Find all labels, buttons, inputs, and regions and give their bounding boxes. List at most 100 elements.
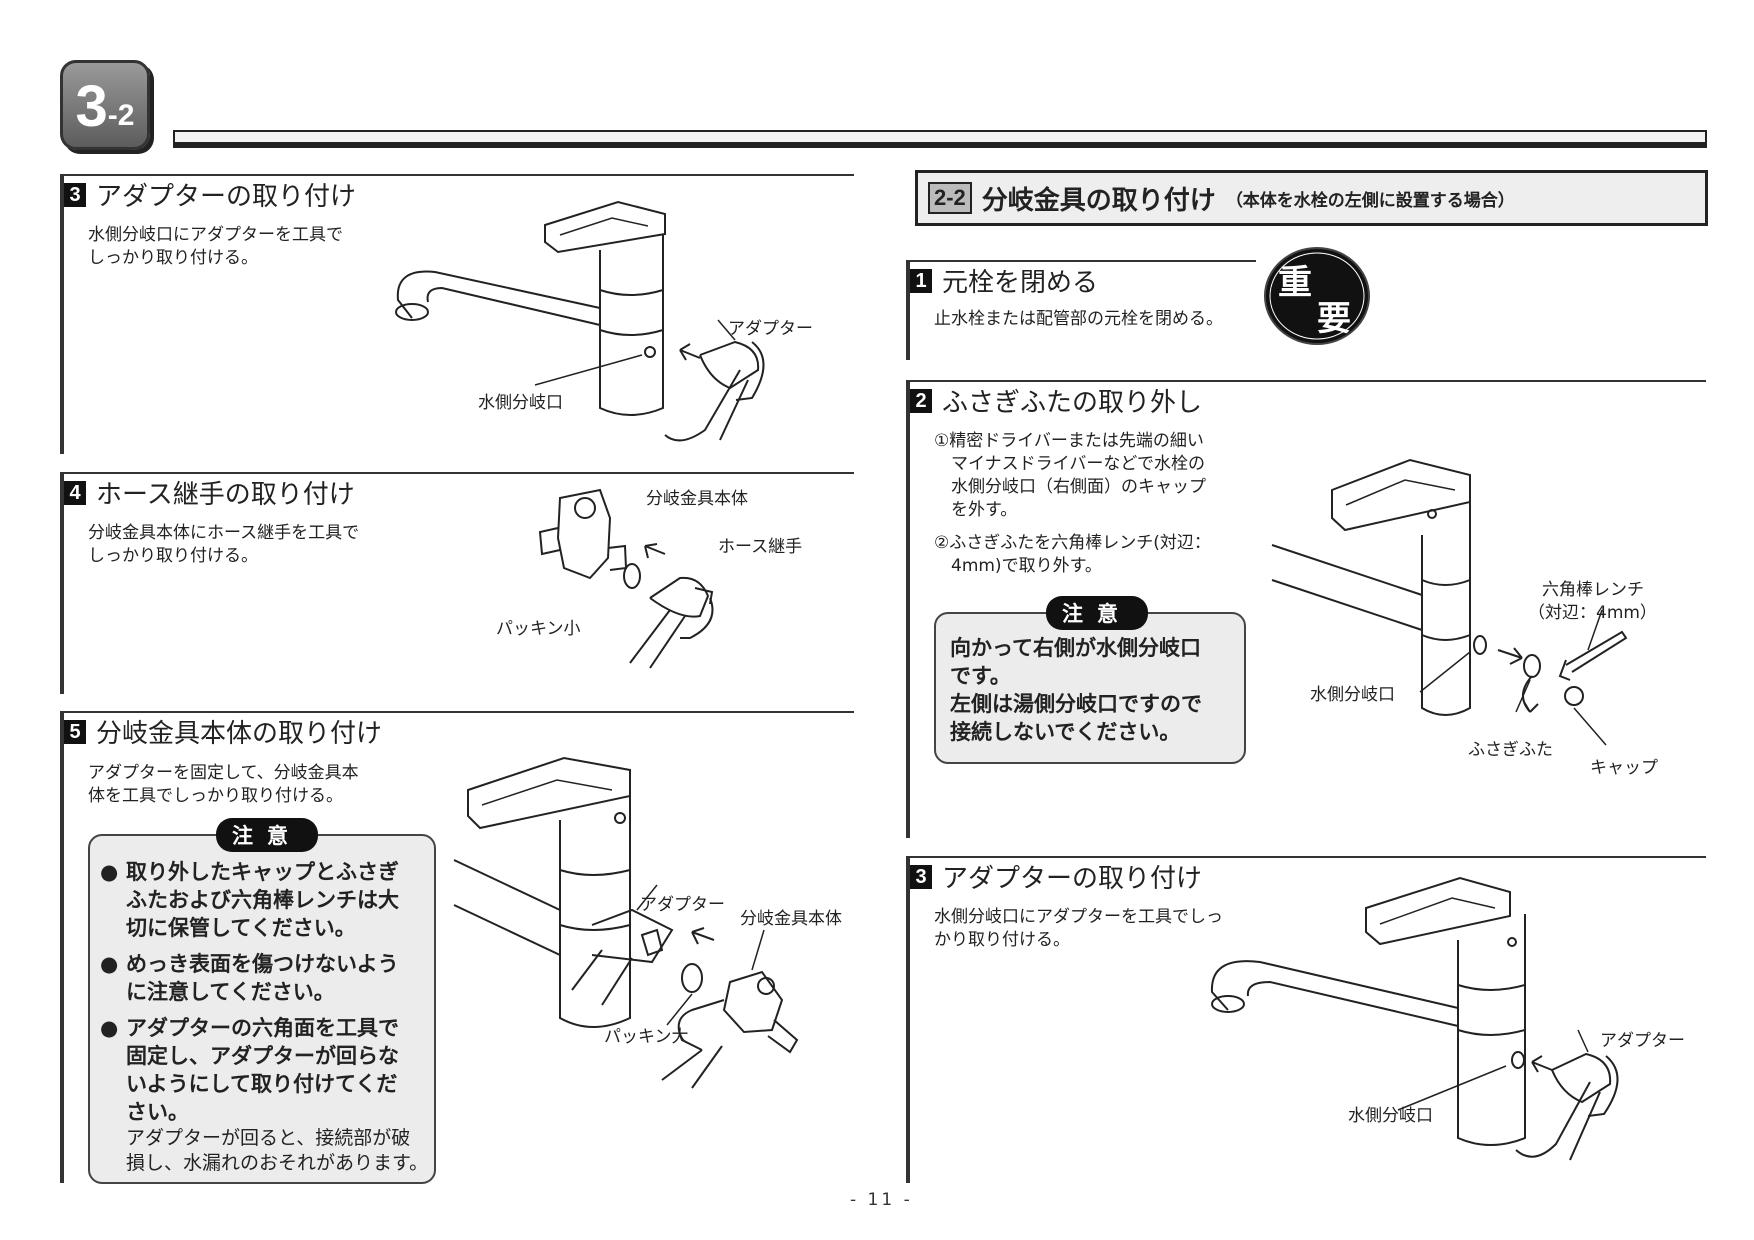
label-hex-wrench: 六角棒レンチ bbox=[1542, 580, 1644, 600]
text-line: アダプターが回ると、接続部が破 bbox=[126, 1127, 411, 1149]
right-section-1 bbox=[906, 260, 1256, 360]
text-line: いようにして取り付けてくだ bbox=[126, 1072, 398, 1096]
step-number: 1 bbox=[910, 268, 932, 293]
page-number: - 11 - bbox=[850, 1190, 913, 1210]
text-line: かり取り付ける。 bbox=[934, 930, 1070, 950]
right-caution-content: 向かって右側が水側分岐口 です。 左側は湯側分岐口ですので 接続しないでください… bbox=[950, 634, 1202, 746]
right-section-2 bbox=[906, 380, 1706, 838]
label-adapter: アダプター bbox=[640, 895, 725, 915]
label-cap: キャップ bbox=[1590, 758, 1658, 778]
text-line: 4mm)で取り外す。 bbox=[934, 556, 1102, 576]
label-hex-wrench-size: （対辺：4mm） bbox=[1528, 603, 1657, 623]
left-section-3-text: 水側分岐口にアダプターを工具で しっかり取り付ける。 bbox=[88, 224, 343, 270]
left-section-5-heading: 5 分岐金具本体の取り付け bbox=[64, 713, 382, 750]
text-line: 向かって右側が水側分岐口 bbox=[950, 636, 1201, 660]
section-title: アダプターの取り付け bbox=[942, 864, 1203, 894]
important-char-2: 要 bbox=[1317, 299, 1351, 339]
text-line: さい。 bbox=[126, 1100, 189, 1124]
text-line: 水側分岐口にアダプターを工具でしっ bbox=[934, 907, 1223, 927]
left-section-5 bbox=[60, 711, 854, 1183]
text-line: マイナスドライバーなどで水栓の bbox=[934, 454, 1205, 474]
label-branch-body: 分岐金具本体 bbox=[740, 909, 842, 929]
section-title: 分岐金具本体の取り付け bbox=[96, 719, 383, 749]
left-section-5-text: アダプターを固定して、分岐金具本 体を工具でしっかり取り付ける。 bbox=[88, 762, 359, 808]
section-title: ふさぎふたの取り外し bbox=[942, 388, 1203, 418]
step-number: 2 bbox=[910, 388, 932, 413]
label-small-packing: パッキン小 bbox=[496, 619, 581, 639]
branch-body-illustration bbox=[453, 756, 799, 1089]
right-section-3 bbox=[906, 856, 1706, 1183]
text-line: めっき表面を傷つけないよう bbox=[126, 952, 399, 976]
right-section-3-heading: 3 アダプターの取り付け bbox=[910, 858, 1202, 895]
section-title: アダプターの取り付け bbox=[96, 182, 357, 212]
text-line: ①精密ドライバーまたは先端の細い bbox=[934, 431, 1204, 451]
left-section-3-heading: 3 アダプターの取り付け bbox=[64, 176, 356, 213]
subsection-badge: 2-2 bbox=[928, 182, 972, 214]
label-water-outlet: 水側分岐口 bbox=[1348, 1106, 1433, 1126]
right-section-1-heading: 1 元栓を閉める bbox=[910, 262, 1098, 299]
plug-removal-illustration bbox=[1271, 458, 1628, 746]
text-line: しっかり取り付ける。 bbox=[88, 248, 258, 268]
text-line: 取り外したキャップとふさぎ bbox=[126, 860, 399, 884]
label-hose-joint: ホース継手 bbox=[718, 537, 803, 557]
chapter-main: 3 bbox=[75, 74, 108, 139]
text-line: 左側は湯側分岐口ですので bbox=[950, 692, 1202, 716]
text-line: ふたおよび六角棒レンチは大 bbox=[126, 888, 399, 912]
label-water-outlet: 水側分岐口 bbox=[1310, 685, 1395, 705]
section-title: ホース継手の取り付け bbox=[96, 480, 355, 510]
text-line: を外す。 bbox=[934, 500, 1018, 520]
text-line: 水側分岐口（右側面）のキャップ bbox=[934, 477, 1206, 497]
text-line: 損し、水漏れのおそれがあります。 bbox=[126, 1152, 429, 1174]
right-section-2-text: ①精密ドライバーまたは先端の細い マイナスドライバーなどで水栓の 水側分岐口（右… bbox=[934, 430, 1211, 578]
chapter-sub: -2 bbox=[107, 99, 135, 132]
caution-tag: 注意 bbox=[216, 818, 318, 852]
left-section-3 bbox=[60, 174, 854, 454]
caution-bullet: ● めっき表面を傷つけないよう に注意してください。 bbox=[100, 952, 399, 1004]
right-caution-box bbox=[934, 612, 1246, 764]
caution-bullet: ● アダプターの六角面を工具で 固定し、アダプターが回らな いようにして取り付け… bbox=[100, 1016, 429, 1174]
left-caution-box bbox=[88, 834, 436, 1184]
label-water-outlet: 水側分岐口 bbox=[478, 393, 563, 413]
faucet-adapter-illustration bbox=[395, 200, 765, 442]
right-section-1-text: 止水栓または配管部の元栓を閉める。 bbox=[934, 309, 1223, 329]
text-line: です。 bbox=[950, 664, 1011, 688]
subsection-note: （本体を水栓の左側に設置する場合） bbox=[1225, 190, 1515, 211]
important-char-1: 重 bbox=[1278, 263, 1312, 303]
right-section-2-heading: 2 ふさぎふたの取り外し bbox=[910, 382, 1202, 419]
label-branch-body: 分岐金具本体 bbox=[646, 489, 748, 509]
section-title: 元栓を閉める bbox=[942, 268, 1099, 298]
important-badge: 重 要 bbox=[1264, 247, 1370, 345]
chapter-badge: 3-2 bbox=[60, 60, 150, 150]
left-section-4-heading: 4 ホース継手の取り付け bbox=[64, 474, 355, 511]
text-line: アダプターを固定して、分岐金具本 bbox=[88, 763, 359, 783]
step-number: 3 bbox=[64, 182, 86, 207]
faucet-adapter-illustration bbox=[1210, 876, 1619, 1161]
text-line: アダプターの六角面を工具で bbox=[126, 1016, 399, 1040]
step-number: 5 bbox=[64, 719, 86, 744]
step-number: 4 bbox=[64, 480, 86, 505]
text-line: 接続しないでください。 bbox=[950, 720, 1181, 744]
step-number: 3 bbox=[910, 864, 932, 889]
subsection-header: 2-2 分岐金具の取り付け （本体を水栓の左側に設置する場合） bbox=[915, 170, 1708, 226]
text-line: しっかり取り付ける。 bbox=[88, 546, 258, 566]
left-caution-content: ● 取り外したキャップとふさぎ ふたおよび六角棒レンチは大 切に保管してください… bbox=[100, 858, 430, 1176]
text-line: ②ふさぎふたを六角棒レンチ(対辺： bbox=[934, 533, 1211, 553]
caution-bullet: ● 取り外したキャップとふさぎ ふたおよび六角棒レンチは大 切に保管してください… bbox=[100, 860, 399, 940]
label-plug-cover: ふさぎふた bbox=[1468, 740, 1553, 760]
left-section-4 bbox=[60, 472, 854, 694]
right-section-3-text: 水側分岐口にアダプターを工具でしっ かり取り付ける。 bbox=[934, 906, 1223, 952]
left-section-4-text: 分岐金具本体にホース継手を工具で しっかり取り付ける。 bbox=[88, 522, 359, 568]
top-rule bbox=[173, 130, 1707, 148]
text-line: に注意してください。 bbox=[126, 980, 335, 1004]
subsection-title: 分岐金具の取り付け bbox=[981, 185, 1216, 216]
text-line: 固定し、アダプターが回らな bbox=[126, 1044, 399, 1068]
hose-joint-illustration bbox=[538, 488, 714, 669]
caution-tag: 注意 bbox=[1046, 596, 1148, 630]
text-line: 水側分岐口にアダプターを工具で bbox=[88, 225, 343, 245]
label-large-packing: パッキン大 bbox=[604, 1027, 689, 1047]
text-line: 体を工具でしっかり取り付ける。 bbox=[88, 786, 343, 806]
label-adapter: アダプター bbox=[728, 319, 813, 339]
label-adapter: アダプター bbox=[1600, 1031, 1685, 1051]
text-line: 分岐金具本体にホース継手を工具で bbox=[88, 523, 360, 543]
text-line: 切に保管してください。 bbox=[126, 916, 356, 940]
